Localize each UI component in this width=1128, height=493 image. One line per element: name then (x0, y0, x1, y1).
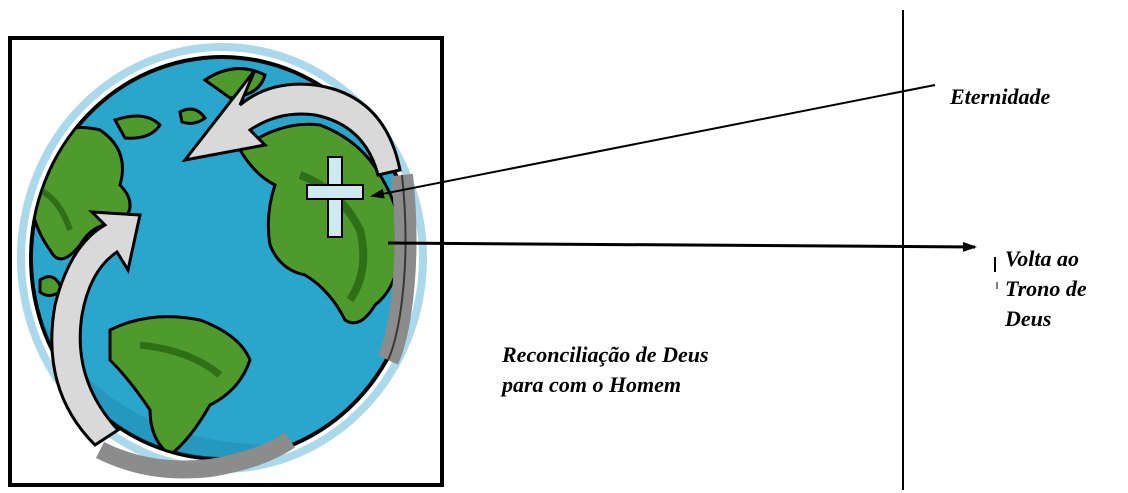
eternidade-pointer-arrow (370, 84, 936, 199)
volta-ao-trono-label: Volta ao Trono de Deus (1005, 244, 1125, 334)
cross-icon (306, 156, 364, 238)
circular-arrows-icon (50, 69, 417, 479)
volta-ao-trono-line-2: Trono de (1005, 276, 1087, 301)
reconciliacao-line-1: Reconciliação de Deus (502, 342, 709, 367)
reconciliacao-label: Reconciliação de Deus para com o Homem (502, 340, 822, 400)
volta-ao-trono-arrow (387, 241, 977, 252)
volta-ao-trono-line-1: Volta ao (1005, 246, 1079, 271)
reconciliacao-line-2: para com o Homem (502, 372, 682, 397)
eternidade-label: Eternidade (950, 84, 1051, 109)
left-circular-arrow (50, 210, 142, 447)
volta-ao-trono-line-3: Deus (1005, 306, 1052, 331)
globe-icon (17, 43, 427, 473)
top-circular-arrow (181, 69, 402, 177)
